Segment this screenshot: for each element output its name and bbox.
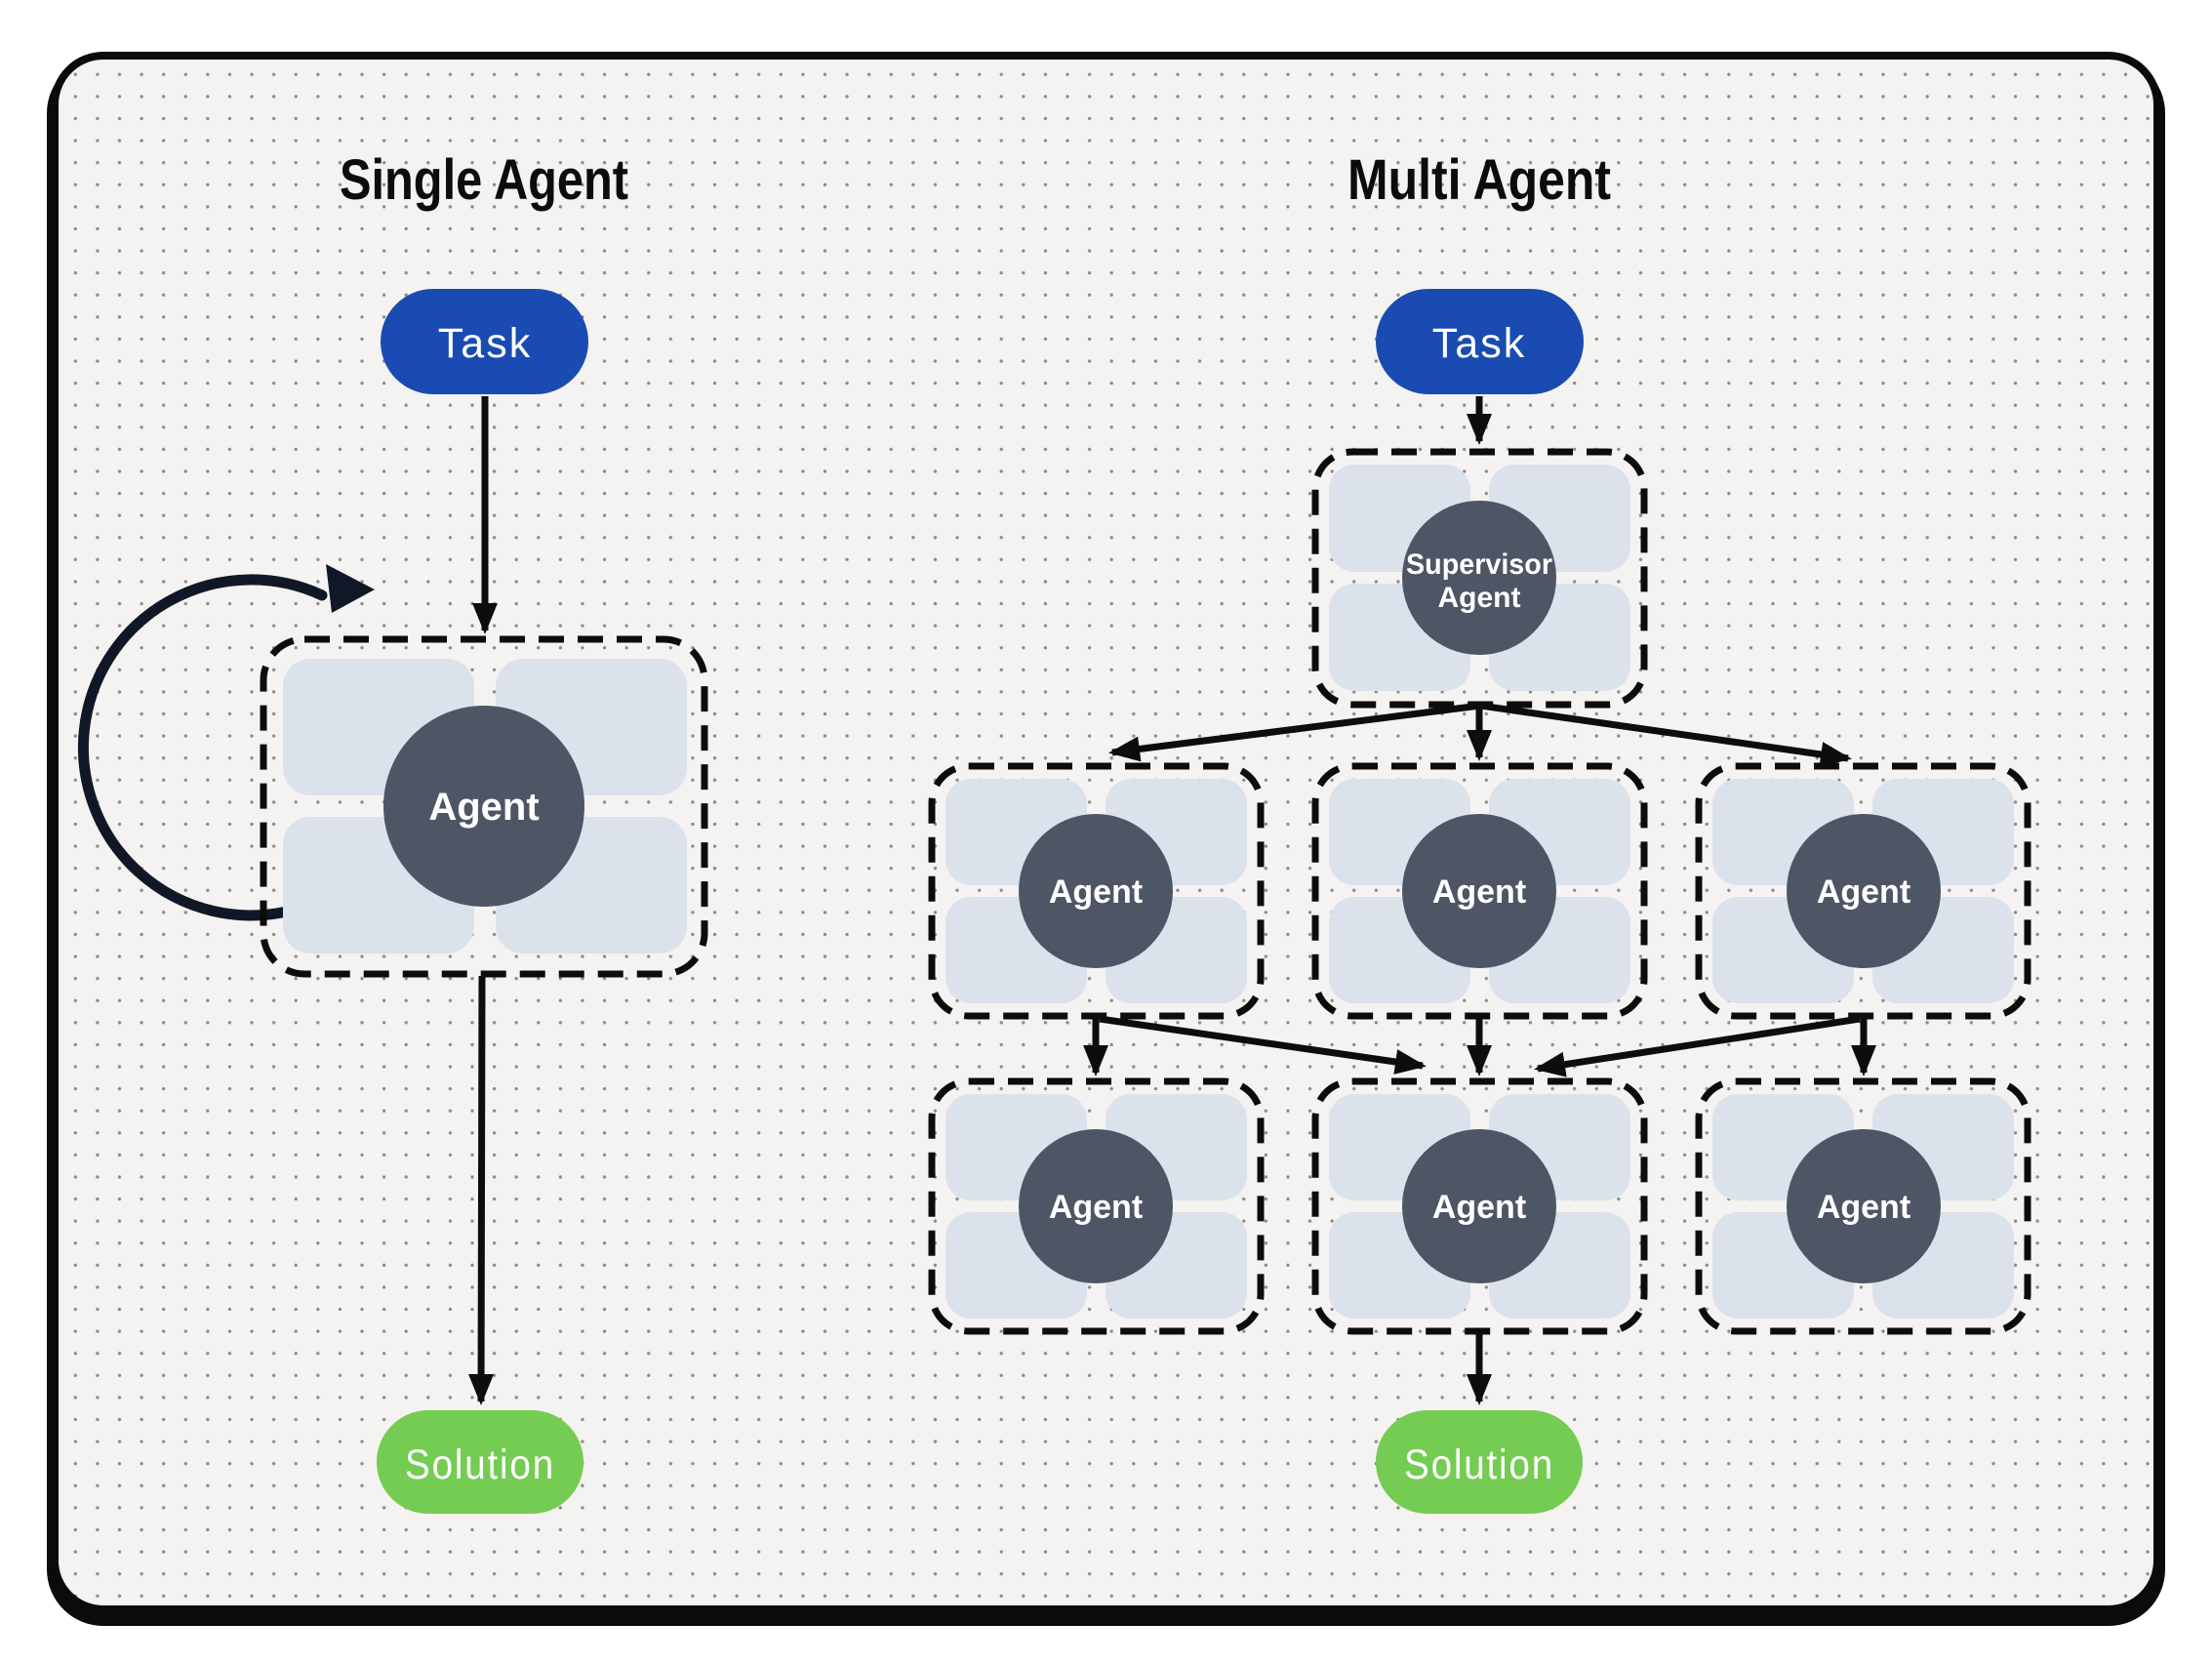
agent-circle: [1787, 1129, 1941, 1283]
solution-node-multi: Solution: [1376, 1410, 1583, 1514]
agent-circle: [1402, 1129, 1556, 1283]
agent-node-mid-center: Agent: [1311, 762, 1648, 1020]
task-node-single: Task: [381, 289, 588, 394]
arrow-supervisor-to-mid-left: [1108, 702, 1481, 762]
self-loop-arc: [77, 574, 328, 921]
agent-node-mid-left: Agent: [928, 762, 1265, 1020]
agent-label: Agent: [1817, 873, 1910, 911]
task-label: Task: [1432, 320, 1526, 367]
multi-agent-title: Multi Agent: [1347, 148, 1611, 212]
agent-circle: [1019, 814, 1173, 968]
agent-box-border: [1311, 762, 1648, 1020]
agent-label: Agent: [428, 786, 539, 829]
arrow-mid-left-to-bot-center: [1099, 1015, 1427, 1075]
agent-label: Agent: [1049, 1189, 1143, 1226]
agent-box-border: [928, 762, 1265, 1020]
supervisor-circle: [1402, 501, 1556, 655]
agent-circle: [1402, 814, 1556, 968]
agent-node-mid-right: Agent: [1695, 762, 2031, 1020]
supervisor-agent-node: Supervisor Agent: [1311, 448, 1648, 709]
supervisor-label-line2: Agent: [1438, 582, 1521, 614]
agent-box-border: [928, 1077, 1265, 1335]
multi-agent-section: Multi Agent Task Supervisor Agent: [928, 148, 2031, 1514]
solution-label: Solution: [1404, 1441, 1554, 1488]
agent-label: Agent: [1432, 873, 1526, 911]
single-agent-section: Single Agent Task Agent: [77, 148, 708, 1514]
single-agent-title: Single Agent: [340, 148, 628, 212]
agent-node-single: Agent: [260, 635, 708, 978]
agent-label: Agent: [1817, 1189, 1910, 1226]
agent-node-bot-left: Agent: [928, 1077, 1265, 1335]
agent-circle: [1787, 814, 1941, 968]
arrow-supervisor-to-mid-right: [1479, 702, 1852, 767]
task-pill: [381, 289, 588, 394]
agent-box-border: [260, 635, 708, 978]
agent-box-border: [1311, 1077, 1648, 1335]
solution-pill: [377, 1410, 583, 1514]
solution-node-single: Solution: [377, 1410, 583, 1514]
arrow-mid-right-to-bot-center: [1534, 1015, 1861, 1077]
agent-node-bot-center: Agent: [1311, 1077, 1648, 1335]
supervisor-label-line1: Supervisor: [1406, 548, 1552, 581]
agent-box-border: [1695, 1077, 2031, 1335]
agent-label: Agent: [1049, 873, 1143, 911]
solution-label: Solution: [405, 1441, 555, 1488]
task-node-multi: Task: [1376, 289, 1584, 394]
self-loop-arrowhead-icon: [326, 564, 375, 613]
agent-label: Agent: [1432, 1189, 1526, 1226]
agent-circle: [383, 706, 584, 907]
agent-circle: [1019, 1129, 1173, 1283]
agent-node-bot-right: Agent: [1695, 1077, 2031, 1335]
arrow-agent-to-solution-single: [468, 975, 495, 1405]
task-pill: [1376, 289, 1584, 394]
solution-pill: [1376, 1410, 1583, 1514]
agent-box-border: [1695, 762, 2031, 1020]
task-label: Task: [438, 320, 532, 367]
